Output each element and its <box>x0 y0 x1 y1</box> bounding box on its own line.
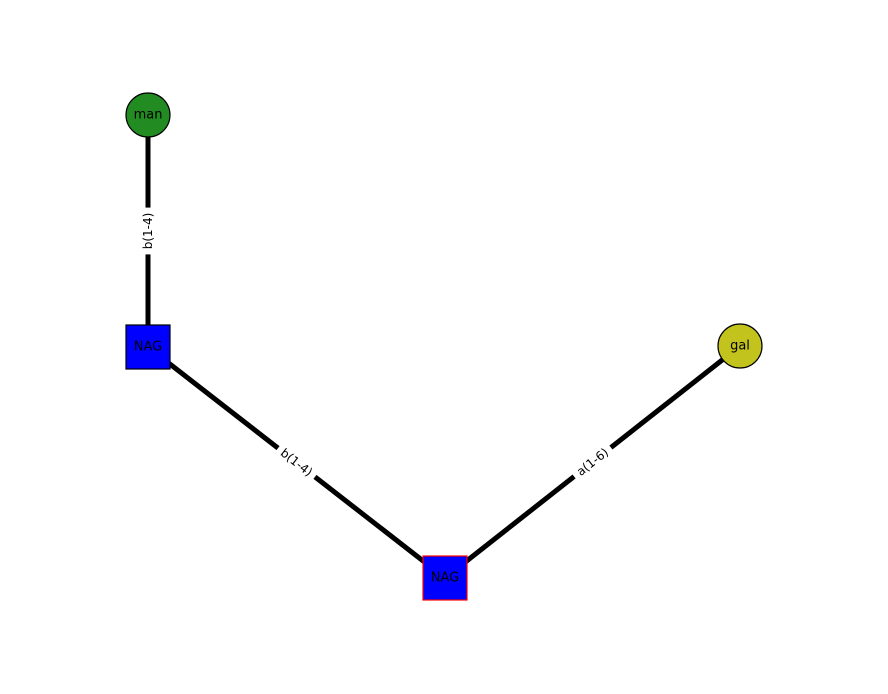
node-nag1: NAG <box>125 324 171 370</box>
gal-circle-shape <box>717 323 763 369</box>
man-circle-shape <box>125 92 171 138</box>
nag2-square-shape <box>422 555 468 601</box>
node-label: NAG <box>134 340 162 355</box>
edge-label-nag1-nag2: b(1-4) <box>273 442 320 483</box>
edge-label-nag2-gal: a(1-6) <box>569 441 616 483</box>
edge-label-background <box>140 207 156 255</box>
node-gal: gal <box>717 323 763 369</box>
node-man: man <box>125 92 171 138</box>
edge-label-text: a(1-6) <box>574 445 611 478</box>
node-label: man <box>134 108 163 123</box>
edge-label-man-nag1: b(1-4) <box>140 207 156 255</box>
edge-label-background <box>569 441 616 483</box>
node-nag2: NAG <box>422 555 468 601</box>
edge-label-text: b(1-4) <box>278 446 315 480</box>
edge-label-text: b(1-4) <box>141 213 155 250</box>
node-label: gal <box>730 339 750 354</box>
nag1-square-shape <box>125 324 171 370</box>
edge-label-background <box>273 442 320 483</box>
node-label: NAG <box>431 571 459 586</box>
